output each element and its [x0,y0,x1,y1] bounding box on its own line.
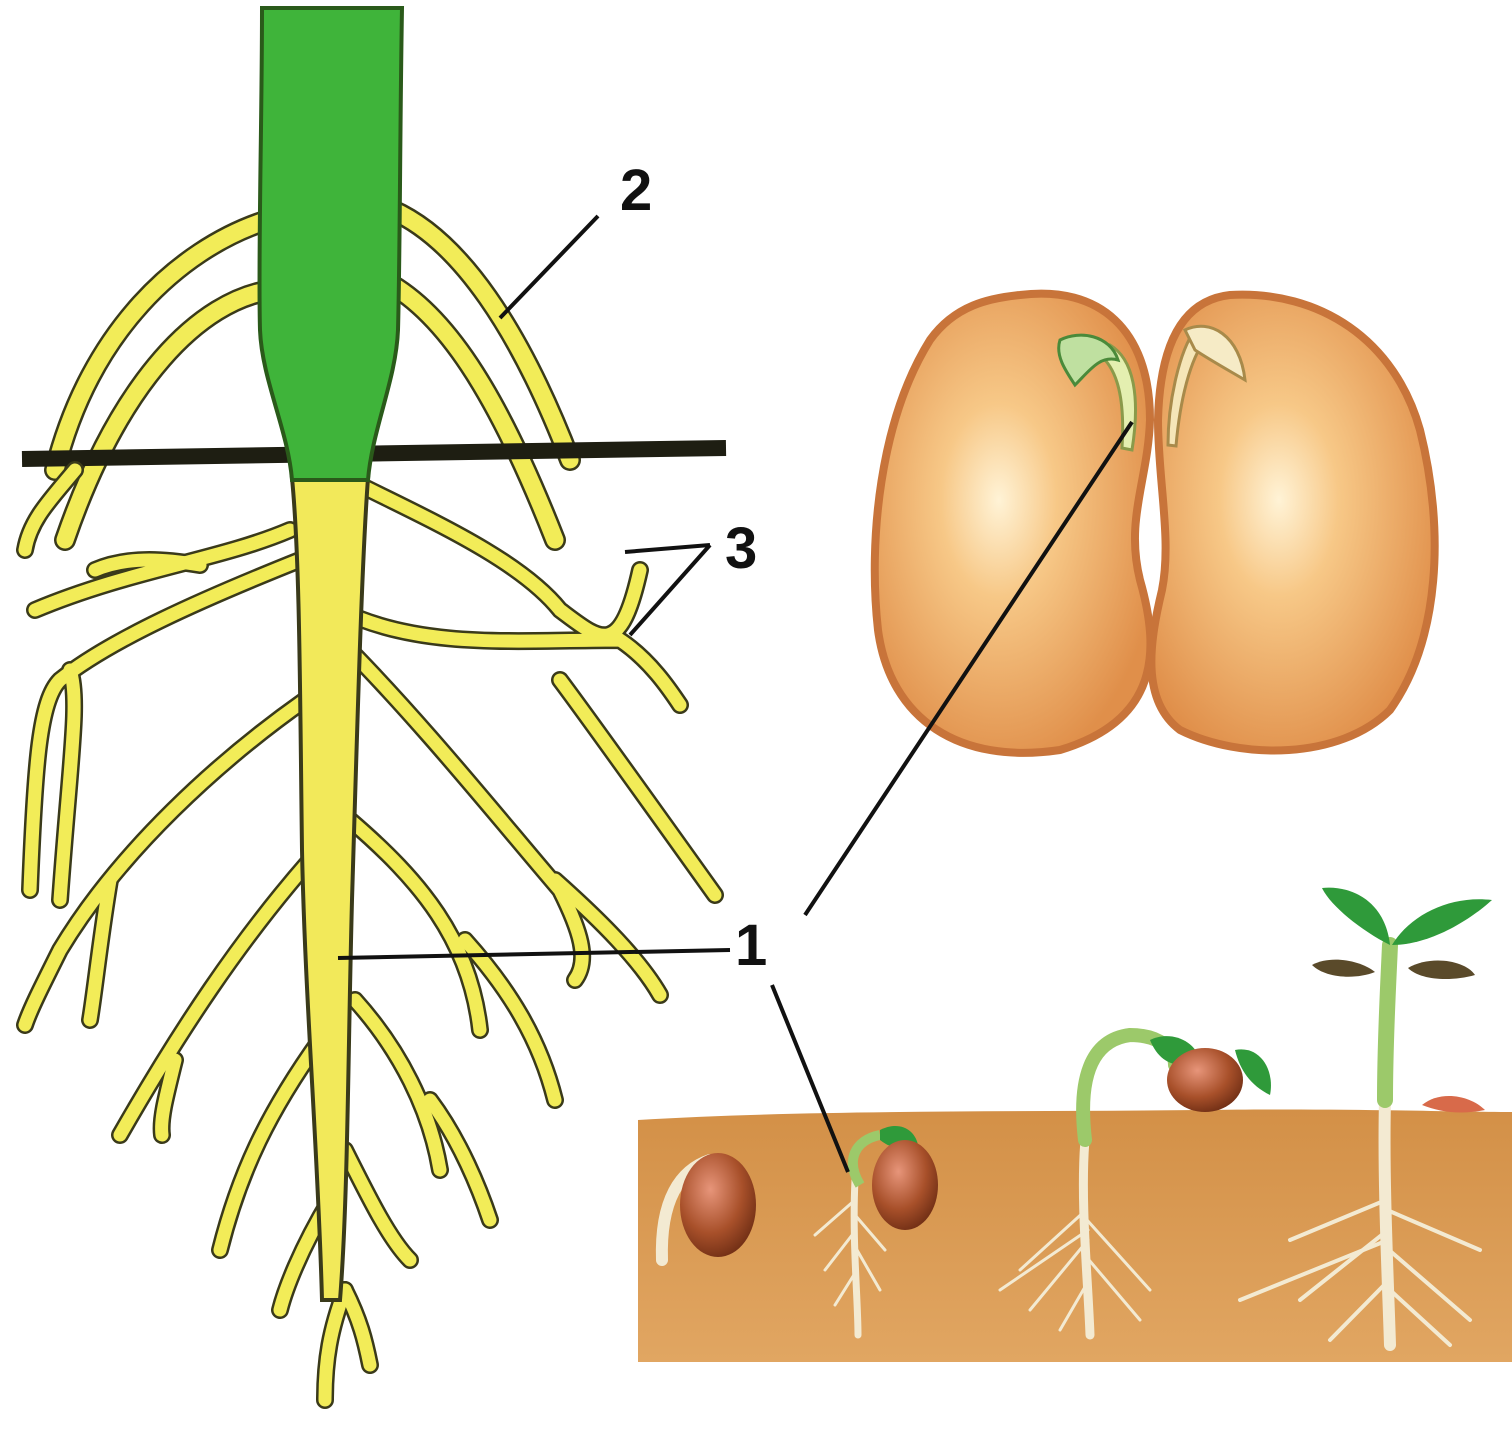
lateral-roots [25,470,715,1400]
label-1: 1 [735,913,767,978]
leader-line-2 [500,216,598,318]
leader-line-3a [625,545,710,552]
green-stem [259,8,402,480]
label-3: 3 [725,516,757,581]
label-2: 2 [620,158,652,223]
leader-line-1a [338,950,730,958]
bean-germination-stages-illustration [638,888,1512,1362]
